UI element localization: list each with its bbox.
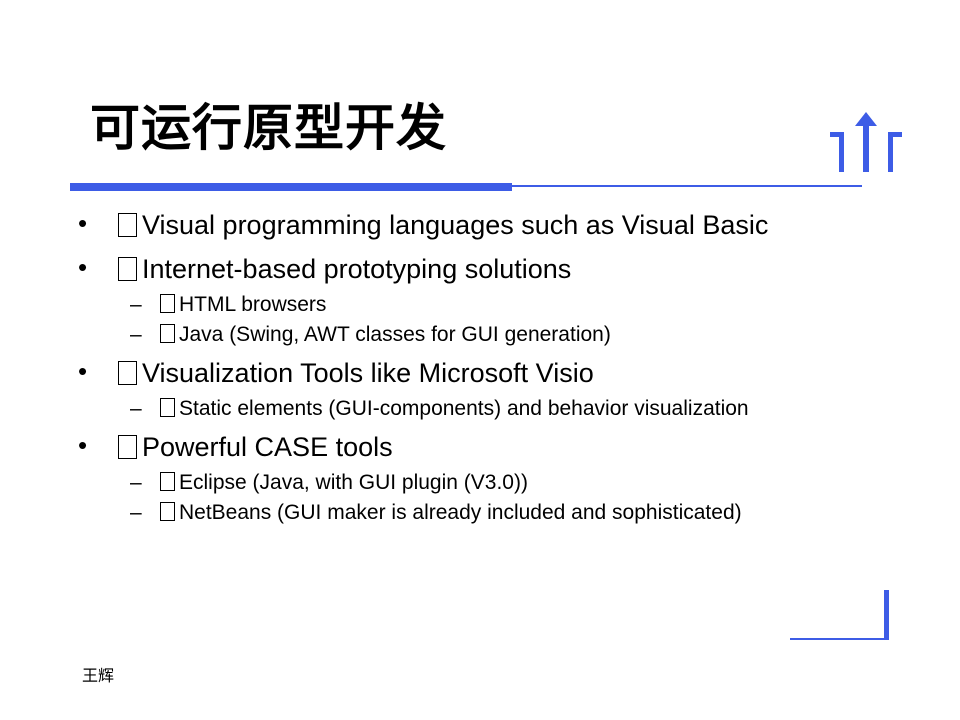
bullet-text: Internet-based prototyping solutions <box>142 254 572 284</box>
missing-glyph-box-icon <box>160 502 175 521</box>
list-item: • Visual programming languages such as V… <box>78 208 878 240</box>
bullet-text: Visual programming languages such as Vis… <box>142 210 769 240</box>
list-item: • Powerful CASE tools <box>78 430 878 462</box>
slide-author: 王辉 <box>82 666 115 685</box>
missing-glyph-box-icon <box>118 213 137 237</box>
bullet-text: Powerful CASE tools <box>142 432 393 462</box>
title-underline-thick <box>70 183 512 191</box>
arrow-up-logo-icon <box>830 112 902 172</box>
bullet-text: Static elements (GUI-components) and beh… <box>179 397 749 420</box>
corner-accent-vertical <box>884 590 889 640</box>
missing-glyph-box-icon <box>118 257 137 281</box>
bullet-text: Visualization Tools like Microsoft Visio <box>142 358 594 388</box>
dash-marker: – <box>130 501 142 524</box>
bullet-list: • Visual programming languages such as V… <box>78 208 878 536</box>
list-item: • Internet-based prototyping solutions <box>78 252 878 284</box>
bullet-text: NetBeans (GUI maker is already included … <box>179 501 742 524</box>
bullet-text: HTML browsers <box>179 293 327 316</box>
bullet-marker: • <box>78 430 88 460</box>
dash-marker: – <box>130 323 142 346</box>
bullet-marker: • <box>78 252 88 282</box>
bullet-marker: • <box>78 208 88 238</box>
missing-glyph-box-icon <box>160 398 175 417</box>
corner-accent-horizontal <box>790 638 887 640</box>
list-item: – Eclipse (Java, with GUI plugin (V3.0)) <box>78 470 878 496</box>
dash-marker: – <box>130 293 142 316</box>
slide-title: 可运行原型开发 <box>90 99 447 157</box>
bullet-marker: • <box>78 356 88 386</box>
list-item: – HTML browsers <box>78 292 878 318</box>
title-underline-thin <box>512 185 862 187</box>
missing-glyph-box-icon <box>160 324 175 343</box>
list-item: – Java (Swing, AWT classes for GUI gener… <box>78 322 878 348</box>
missing-glyph-box-icon <box>160 294 175 313</box>
missing-glyph-box-icon <box>118 361 137 385</box>
missing-glyph-box-icon <box>118 435 137 459</box>
dash-marker: – <box>130 471 142 494</box>
list-item: – NetBeans (GUI maker is already include… <box>78 500 878 526</box>
list-item: – Static elements (GUI-components) and b… <box>78 396 878 422</box>
dash-marker: – <box>130 397 142 420</box>
list-item: • Visualization Tools like Microsoft Vis… <box>78 356 878 388</box>
missing-glyph-box-icon <box>160 472 175 491</box>
bullet-text: Java (Swing, AWT classes for GUI generat… <box>179 323 611 346</box>
bullet-text: Eclipse (Java, with GUI plugin (V3.0)) <box>179 471 528 494</box>
